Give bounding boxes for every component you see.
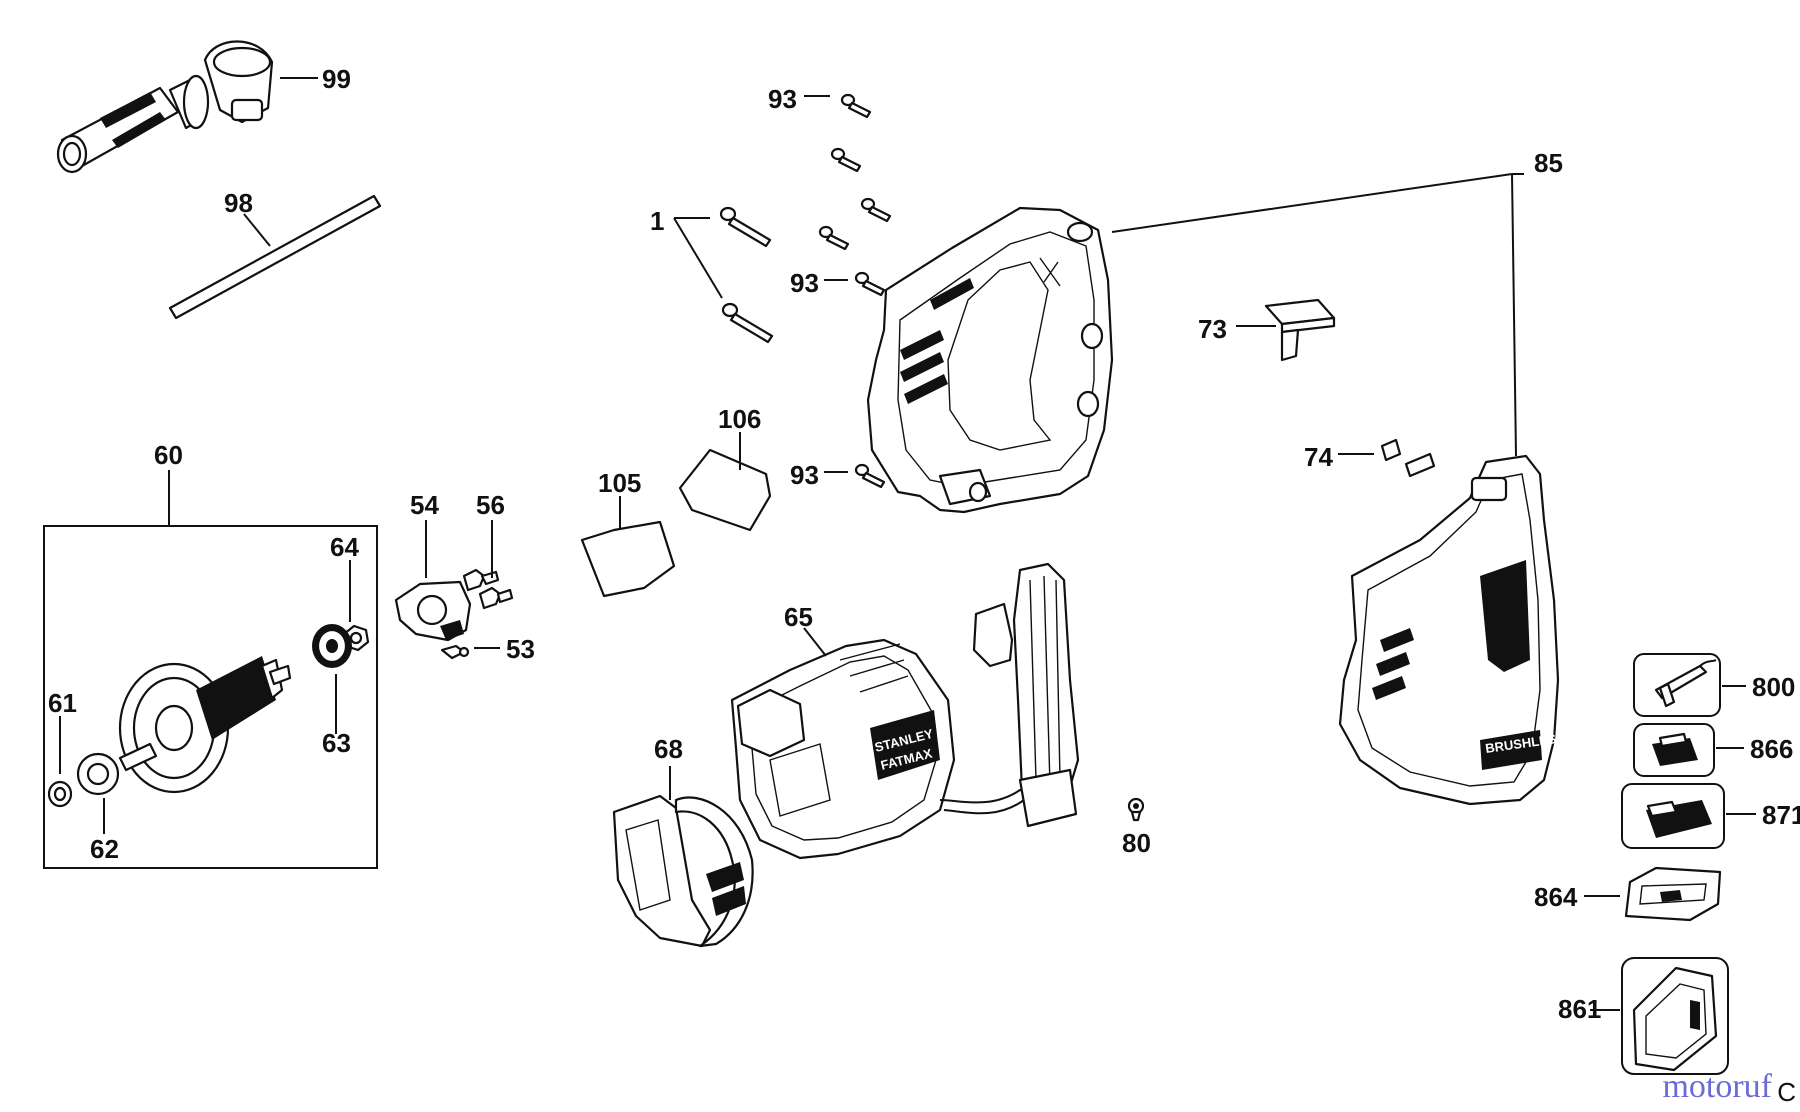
part-65-motor-housing[interactable]: STANLEY FATMAX (730, 638, 956, 860)
callout-866: 866 (1750, 734, 1793, 764)
callout-68: 68 (654, 734, 683, 764)
callout-61: 61 (48, 688, 77, 718)
part-93-screws[interactable] (818, 93, 892, 489)
callout-93-top: 93 (768, 84, 797, 114)
callout-73: 73 (1198, 314, 1227, 344)
part-1-screws[interactable] (719, 206, 774, 344)
callout-80: 80 (1122, 828, 1151, 858)
part-60-armature[interactable] (118, 656, 292, 794)
part-861-case[interactable] (1621, 957, 1729, 1075)
part-85-housing-right[interactable]: BRUSHLESS (1338, 454, 1566, 806)
callout-60: 60 (154, 440, 183, 470)
part-68-end-cap[interactable] (612, 794, 754, 948)
callout-1: 1 (650, 206, 664, 236)
part-871-box[interactable] (1621, 783, 1725, 849)
part-73-switch-button[interactable] (1264, 298, 1336, 362)
part-98-rod[interactable] (168, 194, 382, 320)
callout-871: 871 (1762, 800, 1800, 830)
part-63-bearing[interactable] (312, 624, 352, 668)
part-866-box[interactable] (1633, 723, 1715, 777)
callout-861: 861 (1558, 994, 1601, 1024)
callout-93-mid: 93 (790, 268, 819, 298)
part-105-label[interactable] (580, 520, 676, 598)
callout-54: 54 (410, 490, 439, 520)
part-56-brushes[interactable] (462, 568, 514, 610)
part-74-pads[interactable] (1380, 438, 1436, 478)
callout-93-low: 93 (790, 460, 819, 490)
watermark-text: motoruf (1662, 1068, 1772, 1105)
callout-98: 98 (224, 188, 253, 218)
callout-74: 74 (1304, 442, 1333, 472)
callout-64: 64 (330, 532, 359, 562)
callout-62: 62 (90, 834, 119, 864)
part-85-housing-left[interactable] (866, 206, 1114, 514)
callout-105: 105 (598, 468, 641, 498)
part-53-clip[interactable] (440, 644, 470, 660)
part-61-ring[interactable] (47, 780, 73, 808)
callout-85: 85 (1534, 148, 1563, 178)
group-60-box (43, 525, 378, 869)
callout-864: 864 (1534, 882, 1578, 912)
part-99-side-handle[interactable] (56, 40, 274, 174)
callout-800: 800 (1752, 672, 1795, 702)
callout-106: 106 (718, 404, 761, 434)
part-864-charger[interactable] (1624, 866, 1722, 922)
callout-99: 99 (322, 64, 351, 94)
part-106-label[interactable] (678, 448, 772, 532)
part-switch-wiring-assembly[interactable] (939, 562, 1080, 828)
watermark-corner: C (1777, 1077, 1796, 1107)
callout-65: 65 (784, 602, 813, 632)
callout-56: 56 (476, 490, 505, 520)
callout-53: 53 (506, 634, 535, 664)
callout-63: 63 (322, 728, 351, 758)
part-800-box[interactable] (1633, 653, 1721, 717)
part-54-bearing-holder[interactable] (394, 580, 472, 642)
part-62-washer[interactable] (76, 752, 120, 796)
part-80-screw[interactable] (1127, 797, 1145, 822)
